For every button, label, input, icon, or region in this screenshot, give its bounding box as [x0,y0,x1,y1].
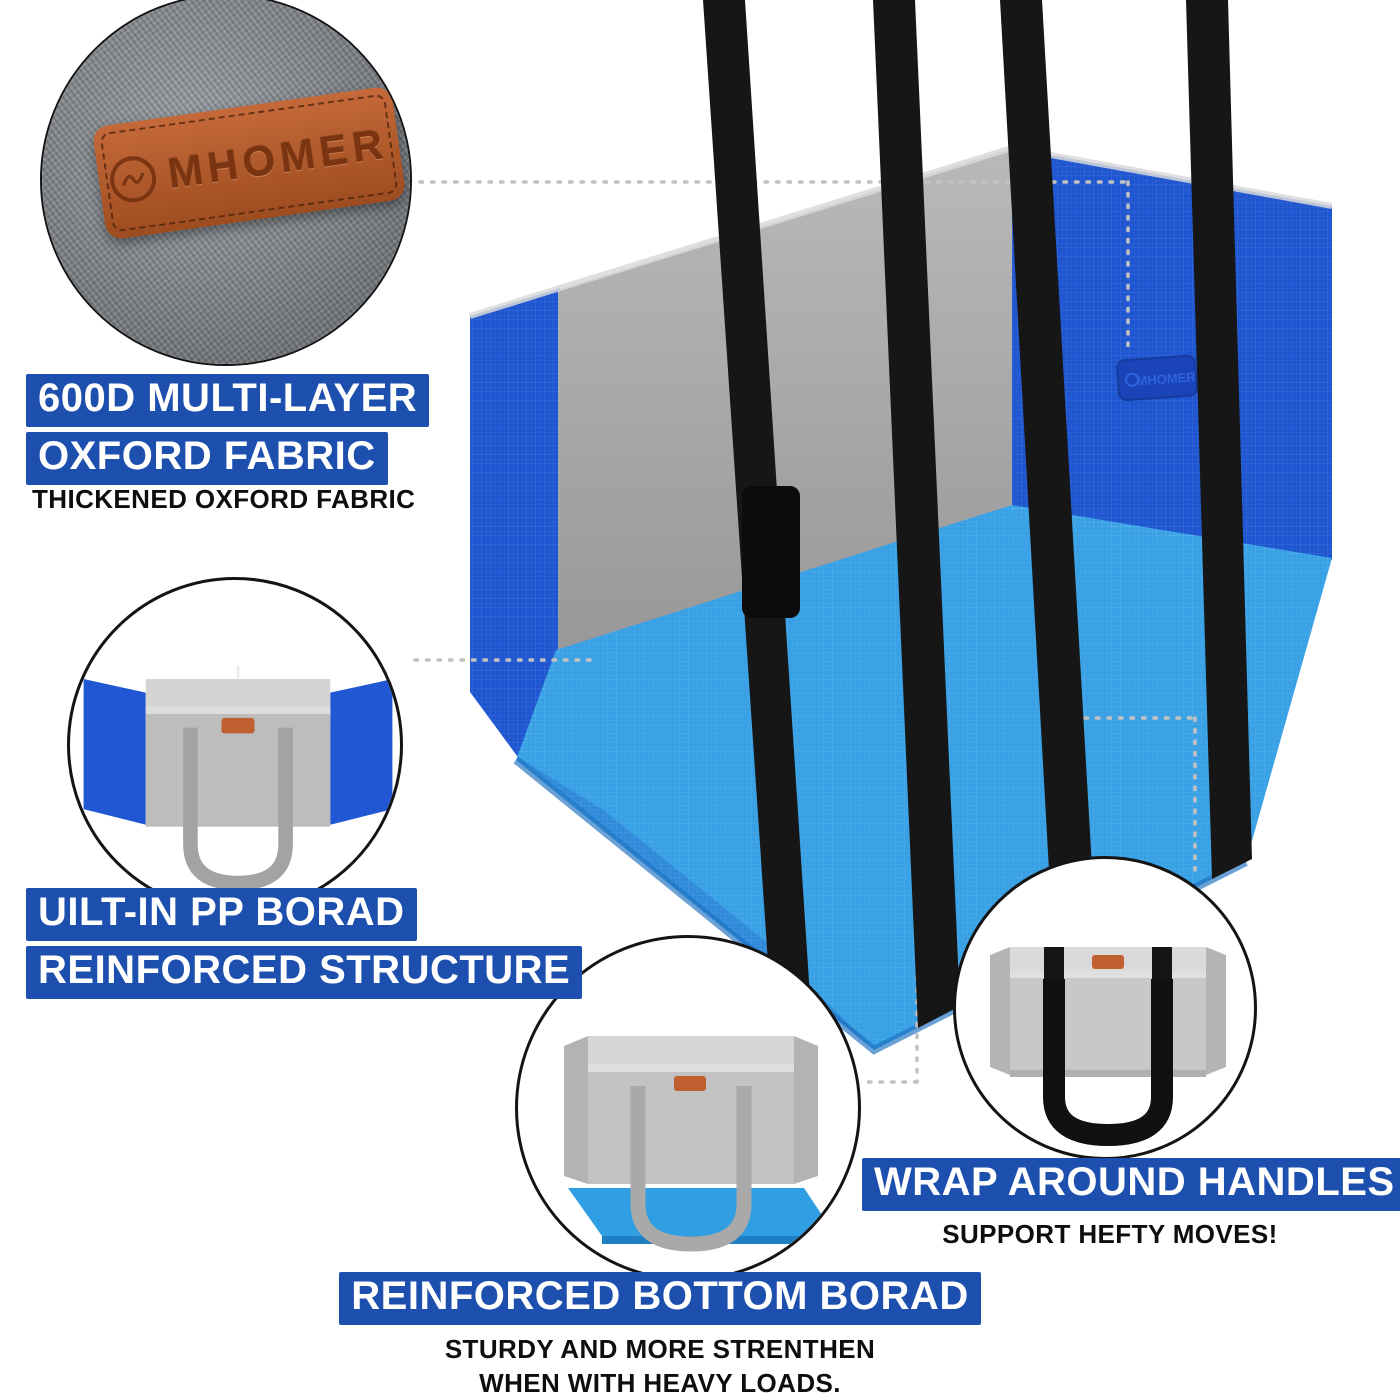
bottom-note-line2: WHEN WITH HEAVY LOADS. [479,1368,841,1399]
strap-back-left [873,0,960,1028]
mini-bag-handles-illustration [990,947,1226,1147]
strap-back-right [1186,0,1252,879]
handles-zoom-circle [953,856,1257,1160]
bag-brand-text: MHOMER [1136,369,1197,388]
fabric-banner-line2: OXFORD FABRIC [26,432,388,486]
brand-logo-icon [107,153,160,206]
fabric-note: THICKENED OXFORD FABRIC [32,484,416,514]
mini-rim [1010,971,1206,978]
strap-front-right [1000,0,1096,959]
mini-bottom-board [568,1188,836,1236]
mini-bag-structure-illustration [83,665,393,891]
callout-structure: UILT-IN PP BORAD REINFORCED STRUCTURE [26,888,583,1000]
fabric-zoom-circle: MHOMER [40,0,412,366]
mini-wrap-handle [1043,979,1173,1147]
mini-front-panel [1010,971,1206,1077]
fabric-banner-line1: 600D MULTI-LAYER [26,374,430,428]
mini-bag-bottom-illustration [564,1036,836,1252]
mini-rim [588,1064,794,1072]
handles-note: SUPPORT HEFTY MOVES! [942,1219,1278,1250]
structure-banner-line2: REINFORCED STRUCTURE [26,946,583,1000]
mini-bottom-strip [1010,1070,1206,1077]
mini-right-sliver [794,1036,818,1184]
bag-brand-logo-icon [1125,372,1140,387]
structure-banner-line1: UILT-IN PP BORAD [26,888,417,942]
mesh-texture-left [470,288,560,760]
mini-left-sliver [990,947,1010,1075]
mini-brand-patch [674,1076,706,1091]
bag-top-rim [469,144,1333,319]
bag-straps [703,0,1252,1028]
mini-rim [145,706,331,715]
mini-left-board [83,679,146,825]
mini-left-sliver [564,1036,588,1184]
callout-fabric: 600D MULTI-LAYER OXFORD FABRIC [26,374,430,486]
bag-brand-patch: MHOMER [1116,354,1198,402]
bottom-banner: REINFORCED BOTTOM BORAD [339,1272,981,1326]
bottom-board-zoom-circle [515,935,861,1281]
callout-bottom: REINFORCED BOTTOM BORAD STURDY AND MORE … [330,1272,990,1400]
strap-velcro-tab [742,486,800,618]
mesh-texture-right [1012,148,1332,560]
handles-banner: WRAP AROUND HANDLES [862,1158,1400,1212]
mini-right-board [330,679,393,825]
mini-handle [630,1086,752,1252]
brand-name: MHOMER [164,119,391,198]
bottom-note-line1: STURDY AND MORE STRENTHEN [444,1334,876,1365]
mini-brand-patch [221,717,255,734]
mini-brand-patch [1092,955,1124,969]
mini-handle [183,727,293,891]
leather-brand-patch: MHOMER [91,85,407,241]
mini-right-sliver [1206,947,1226,1075]
structure-zoom-circle [67,577,403,913]
callout-handles: WRAP AROUND HANDLES SUPPORT HEFTY MOVES! [862,1158,1400,1250]
